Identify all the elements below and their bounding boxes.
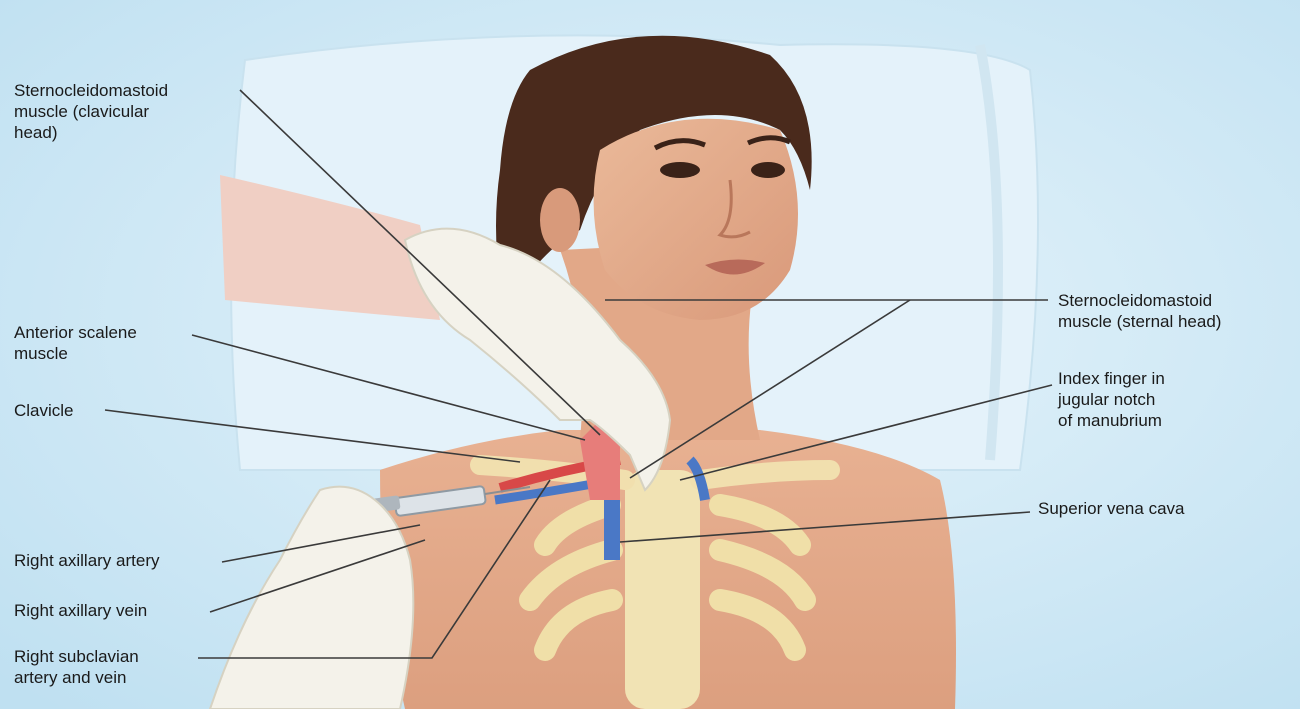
label-line: Sternocleidomastoid xyxy=(1058,290,1221,311)
label-line: muscle (sternal head) xyxy=(1058,311,1221,332)
label-right-axillary-artery: Right axillary artery xyxy=(14,550,160,571)
face xyxy=(594,119,798,320)
left-eye xyxy=(751,162,785,178)
label-line: Clavicle xyxy=(14,400,74,421)
label-line: muscle (clavicular xyxy=(14,101,168,122)
label-line: jugular notch xyxy=(1058,389,1165,410)
sternum xyxy=(625,470,700,709)
label-line: Right subclavian xyxy=(14,646,139,667)
label-index-finger-jugular-notch: Index finger in jugular notch of manubri… xyxy=(1058,368,1165,431)
label-line: Superior vena cava xyxy=(1038,498,1184,519)
label-line: muscle xyxy=(14,343,137,364)
label-line: Anterior scalene xyxy=(14,322,137,343)
label-line: Sternocleidomastoid xyxy=(14,80,168,101)
left-clavicle xyxy=(700,470,830,480)
label-line: Right axillary vein xyxy=(14,600,147,621)
label-clavicle: Clavicle xyxy=(14,400,74,421)
label-scm-clavicular-head: Sternocleidomastoid muscle (clavicular h… xyxy=(14,80,168,143)
ear xyxy=(540,188,580,252)
label-line: Index finger in xyxy=(1058,368,1165,389)
right-eye xyxy=(660,162,700,178)
label-line: of manubrium xyxy=(1058,410,1165,431)
label-right-subclavian-artery-vein: Right subclavian artery and vein xyxy=(14,646,139,688)
label-line: head) xyxy=(14,122,168,143)
label-line: artery and vein xyxy=(14,667,139,688)
label-right-axillary-vein: Right axillary vein xyxy=(14,600,147,621)
label-superior-vena-cava: Superior vena cava xyxy=(1038,498,1184,519)
label-anterior-scalene-muscle: Anterior scalene muscle xyxy=(14,322,137,364)
label-line: Right axillary artery xyxy=(14,550,160,571)
label-scm-sternal-head: Sternocleidomastoid muscle (sternal head… xyxy=(1058,290,1221,332)
